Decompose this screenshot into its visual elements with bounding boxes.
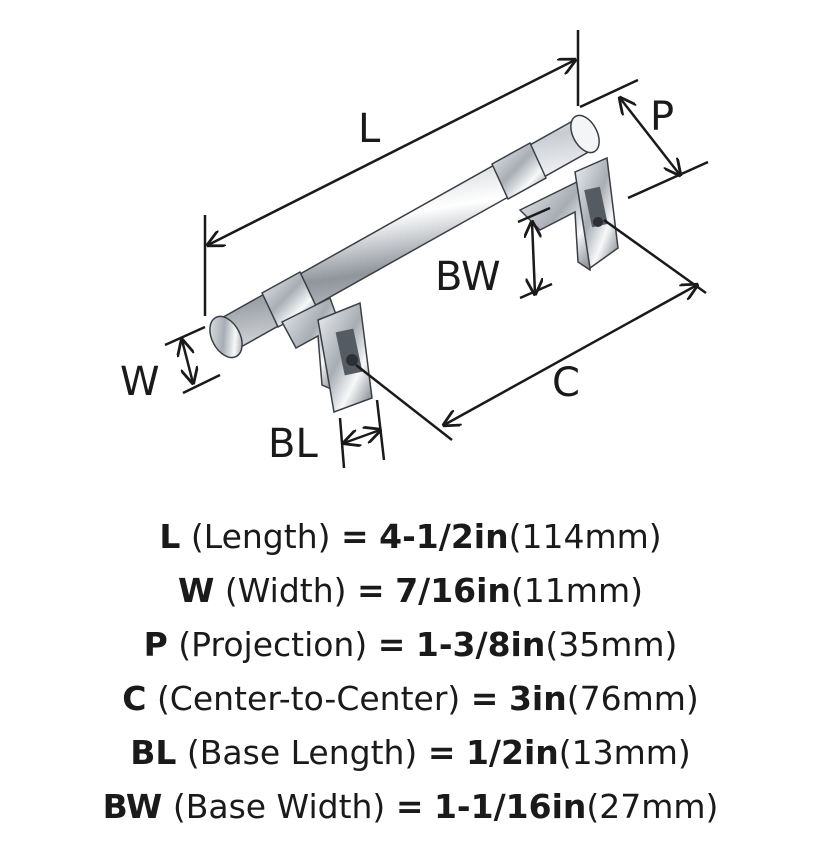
spec-projection: P (Projection) = 1-3/8in(35mm) <box>143 625 678 664</box>
label-BL: BL <box>268 421 318 467</box>
dim-W <box>182 340 193 383</box>
dimension-spec-list: L (Length) = 4-1/2in(114mm) W (Width) = … <box>0 510 821 834</box>
cabinet-pull-diagram: L P BW W C BL <box>120 30 709 469</box>
spec-width: W (Width) = 7/16in(11mm) <box>178 571 643 610</box>
label-BW: BW <box>435 254 501 300</box>
label-C: C <box>552 360 580 406</box>
spec-base-length: BL (Base Length) = 1/2in(13mm) <box>130 733 691 772</box>
spec-center-to-center: C (Center-to-Center) = 3in(76mm) <box>122 679 699 718</box>
label-W: W <box>120 359 160 405</box>
label-L: L <box>358 106 381 152</box>
label-P: P <box>650 94 674 140</box>
dim-P <box>620 98 680 175</box>
dim-BW <box>532 222 535 294</box>
dim-L <box>208 60 575 245</box>
dim-BL <box>344 430 380 443</box>
spec-length: L (Length) = 4-1/2in(114mm) <box>159 517 662 556</box>
bar-end-left <box>209 315 243 359</box>
dimension-lines <box>164 30 709 469</box>
dim-C <box>444 285 697 425</box>
spec-base-width: BW (Base Width) = 1-1/16in(27mm) <box>102 787 719 826</box>
